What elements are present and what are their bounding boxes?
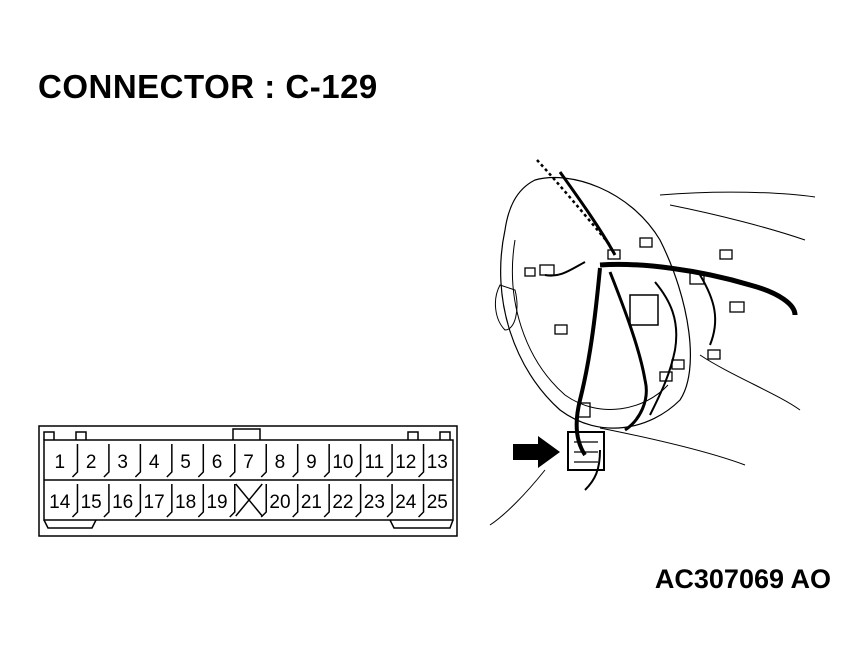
- diagram-title: CONNECTOR : C-129: [38, 68, 378, 105]
- main-harness: [599, 261, 798, 316]
- harness-down-center: [608, 271, 648, 432]
- cavity-divider: [260, 444, 267, 478]
- pin-label: 7: [243, 452, 254, 473]
- cavity-divider: [323, 484, 330, 518]
- cavity-divider: [71, 484, 79, 518]
- cavity-divider: [134, 484, 142, 518]
- pin-label: 21: [301, 492, 322, 513]
- cavity-divider: [260, 484, 267, 518]
- pin-label: 22: [332, 492, 353, 513]
- pin-label: 8: [275, 452, 286, 473]
- pin-label: 5: [180, 452, 191, 473]
- cavity-divider: [386, 444, 393, 478]
- cavity-divider: [386, 484, 393, 518]
- wire-dashed: [536, 159, 611, 246]
- cavity-divider: [134, 444, 142, 478]
- cavity-divider: [418, 484, 425, 518]
- connector-block: [554, 324, 568, 335]
- cavity-divider: [292, 484, 299, 518]
- pin-label: 13: [427, 452, 448, 473]
- dash-line-5: [489, 469, 546, 526]
- dash-line-3: [699, 354, 801, 411]
- cavity-divider: [103, 444, 110, 478]
- dash-line-top: [659, 191, 816, 198]
- connector-face: [38, 425, 458, 537]
- wire-far-right: [699, 274, 717, 346]
- cavity-divider: [323, 444, 330, 478]
- steering-wheel-outer: [500, 176, 692, 429]
- connector-block: [671, 359, 685, 370]
- pin-label: 14: [49, 492, 71, 513]
- pin-label: 25: [427, 492, 448, 513]
- dash-line-4: [599, 427, 746, 466]
- harness-illustration: [489, 159, 816, 526]
- connector-block: [639, 237, 653, 248]
- pin-label: 23: [364, 492, 385, 513]
- cavity-divider: [229, 444, 236, 478]
- pin-label: 10: [332, 452, 353, 473]
- pin-label: 1: [54, 452, 65, 473]
- arrow-pointer-icon: [513, 436, 560, 468]
- pin-label: 19: [206, 492, 227, 513]
- connector-block: [607, 249, 621, 260]
- cavity-divider: [355, 444, 362, 478]
- figure-code: AC307069 AO: [654, 564, 831, 594]
- pin-label: 24: [395, 492, 417, 513]
- pin-label: 18: [175, 492, 196, 513]
- pin-label: 17: [144, 492, 165, 513]
- pin-label: 3: [117, 452, 128, 473]
- empty-cavity-x-icon: [235, 483, 263, 517]
- latch-tab-left-2: [75, 431, 87, 440]
- pin-label: 20: [269, 492, 290, 513]
- connector-block: [707, 349, 721, 360]
- wire-bottom: [584, 449, 601, 491]
- cavity-divider: [229, 484, 236, 518]
- column-opening: [494, 284, 518, 331]
- connector-block: [689, 271, 705, 285]
- latch-tab-right: [407, 431, 419, 440]
- pin-label: 4: [149, 452, 160, 473]
- cavity-divider: [355, 484, 362, 518]
- cavity-divider: [166, 444, 173, 478]
- wire-upper: [558, 171, 617, 256]
- cavity-divider: [197, 484, 205, 518]
- pin-dividers: [71, 444, 425, 518]
- target-connector-pins: [574, 441, 598, 463]
- steering-wheel-inner: [512, 239, 669, 410]
- cavity-divider: [71, 444, 79, 478]
- lock-ridge-left: [43, 519, 97, 529]
- cavity-divider: [103, 484, 110, 518]
- wire-left-branch: [544, 261, 586, 277]
- connector-block: [577, 402, 591, 418]
- latch-tab-left: [43, 431, 55, 440]
- connector-block: [729, 301, 745, 313]
- empty-cavity-x-stroke: [235, 483, 263, 517]
- connector-block: [659, 371, 673, 382]
- pin-label: 11: [364, 452, 384, 473]
- wire-right-branch: [649, 281, 678, 416]
- module-box: [629, 294, 659, 326]
- pin-label: 2: [86, 452, 97, 473]
- cavity-divider: [292, 444, 299, 478]
- pin-label: 6: [212, 452, 223, 473]
- pin-label: 9: [306, 452, 317, 473]
- dash-line-2: [669, 204, 806, 241]
- connector-block: [539, 264, 555, 276]
- pin-label: 15: [81, 492, 102, 513]
- key-tab: [232, 428, 261, 440]
- connector-outline: [38, 425, 458, 537]
- lock-ridge-right: [389, 519, 454, 529]
- pin-label: 12: [395, 452, 416, 473]
- cavity-divider: [197, 444, 205, 478]
- harness-down-left: [574, 267, 602, 457]
- pin-label: 16: [112, 492, 133, 513]
- latch-tab-right-2: [439, 431, 451, 440]
- connector-block: [719, 249, 733, 260]
- connector-block: [524, 267, 536, 277]
- cavity-divider: [418, 444, 425, 478]
- cavity-divider: [166, 484, 173, 518]
- target-connector: [567, 431, 605, 471]
